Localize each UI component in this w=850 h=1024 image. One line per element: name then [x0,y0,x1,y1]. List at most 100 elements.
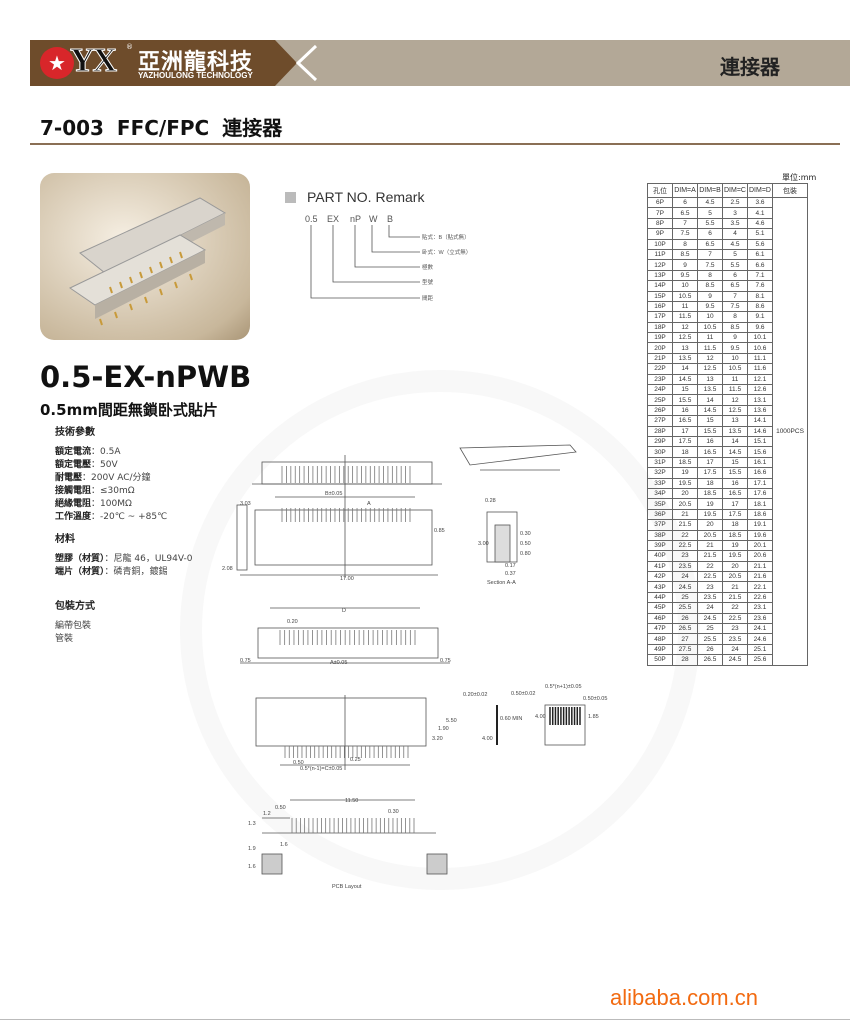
table-cell: 7.5 [697,259,723,271]
dim-0-75-right: 0.75 [440,658,451,664]
table-cell: 14.1 [747,415,773,427]
table-cell: 11.5 [697,342,723,354]
table-cell: 20P [647,342,673,354]
table-cell: 25.5 [672,602,698,614]
dim-0-50-s: 0.50 [520,541,531,547]
table-cell: 6P [647,196,673,209]
table-cell: 23.5 [672,560,698,573]
table-cell: 10.5 [722,363,748,375]
table-cell: 8 [722,311,748,323]
table-cell: 13.5 [722,425,748,438]
table-cell: 7 [697,248,723,261]
table-cell: 21 [697,539,723,552]
table-cell: 22 [697,560,723,573]
table-cell: 24.6 [747,633,773,645]
table-cell: 15 [672,384,698,396]
table-cell: 13P [647,269,673,282]
table-cell: 13 [697,373,723,386]
table-cell: 44P [647,591,673,604]
dim-a: A±0.05 [330,660,347,666]
dim-0-75-left: 0.75 [240,658,251,664]
column-header: DIM=D [747,183,773,198]
table-cell: 10.5 [672,290,698,302]
dim-1-2: 1.2 [263,811,271,817]
table-cell: 12.6 [747,384,773,396]
table-cell: 8.1 [747,290,773,302]
table-cell: 17.5 [697,467,723,479]
table-cell: 6.6 [747,259,773,271]
table-cell: 23 [697,581,723,593]
table-cell: 19.5 [722,550,748,562]
table-cell: 20 [697,519,723,531]
table-cell: 28P [647,425,673,438]
part-number-diagram: 0.5 EX nP W B 貼式：B（貼式無） 卧式：W（立式無） 極數 型號 … [305,214,471,302]
materials-heading: 材料 [55,534,75,545]
table-cell: 13.5 [697,384,723,396]
table-cell: 10P [647,238,673,250]
remark-pitch: 間距 [422,295,434,302]
table-cell: 19.1 [747,519,773,531]
table-cell: 11.5 [672,311,698,323]
dim-b: B±0.05 [325,491,342,497]
code-pins: nP [350,214,361,224]
specs-item: 額定電壓：50V [55,457,193,470]
table-cell: 15.5 [672,394,698,406]
table-cell: 17.1 [747,477,773,489]
table-cell: 29P [647,435,673,448]
table-cell: 17.5 [672,435,698,448]
code-pitch: 0.5 [305,214,318,224]
table-cell: 9.1 [747,311,773,323]
table-cell: 11 [722,373,748,386]
table-cell: 42P [647,571,673,583]
table-cell: 19.5 [672,477,698,489]
product-subtitle: 0.5mm間距無鎖卧式貼片 [40,401,218,419]
table-cell: 40P [647,550,673,562]
table-cell: 16.5 [697,446,723,458]
table-cell: 17 [697,456,723,469]
materials-item: 端片（材質）：磷青銅，鍍錫 [55,564,193,577]
dim-2-08: 2.08 [222,566,233,572]
remark-horizontal: 卧式：W（立式無） [422,248,471,256]
table-cell: 16.6 [747,467,773,479]
section-label: Section A-A [487,580,516,586]
table-cell: 7.5 [722,300,748,313]
table-cell: 26 [697,643,723,656]
table-cell: 9P [647,228,673,240]
materials-value: ：尼龍 46，UL94V-0 [104,554,193,564]
dim-0-17: 0.17 [505,563,516,569]
section-marker: A [367,501,371,507]
dim-1-9: 1.9 [248,846,256,852]
specs-value: ：≤30mΩ [91,486,135,496]
table-cell: 18P [647,321,673,334]
table-cell: 8 [672,238,698,250]
table-cell: 15.5 [722,467,748,479]
table-cell: 16 [672,404,698,417]
table-cell: 5.5 [697,217,723,230]
table-cell: 7P [647,207,673,219]
brand-name-cn: 亞洲龍科技 [138,50,254,75]
table-cell: 4.6 [747,217,773,230]
table-cell: 27P [647,415,673,427]
specs-value: ：0.5A [91,447,121,457]
dim-0-20: 0.20 [287,619,298,625]
specs-value: ：50V [91,460,118,470]
table-cell: 16P [647,300,673,313]
column-header: 孔位 [647,183,673,198]
table-cell: 16.5 [672,415,698,427]
table-cell: 21.5 [672,519,698,531]
table-cell: 6 [697,228,723,240]
table-cell: 3.5 [722,217,748,230]
code-series: EX [327,214,339,224]
table-cell: 18.6 [747,508,773,521]
table-cell: 9.6 [747,321,773,334]
column-header: DIM=C [722,183,748,198]
table-cell: 5.1 [747,228,773,240]
table-cell: 19.6 [747,529,773,541]
table-cell: 20 [722,560,748,573]
table-cell: 35P [647,498,673,510]
connector-image [69,197,227,326]
